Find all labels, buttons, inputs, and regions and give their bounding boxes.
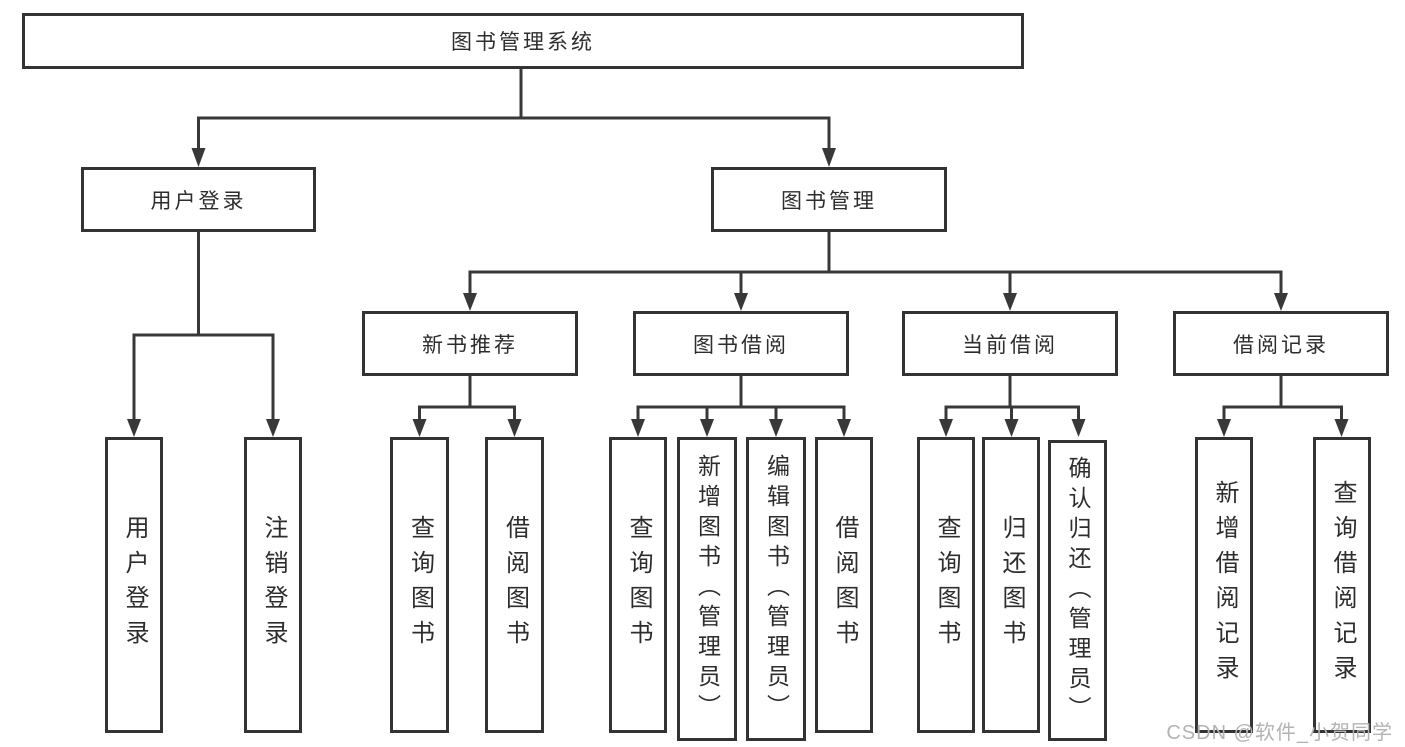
node-label: 新增借阅记录: [1211, 480, 1238, 690]
leaf-add-borrow-record: 新增借阅记录: [1195, 437, 1253, 733]
node-label: 借阅图书: [501, 515, 529, 655]
node-current-borrowing: 当前借阅: [902, 311, 1118, 376]
node-label: 图书管理: [781, 189, 877, 213]
node-book-management: 图书管理: [711, 167, 947, 232]
arrowheads: [127, 148, 1349, 437]
node-label: 确认归还（管理员）: [1065, 455, 1091, 726]
node-label: 用户登录: [121, 515, 148, 655]
node-user-login: 用户登录: [81, 167, 316, 232]
node-book-borrowing: 图书借阅: [633, 311, 849, 376]
connector-level2-branch: [197, 116, 831, 152]
leaf-borrow-books-newbook: 借阅图书: [485, 437, 544, 733]
node-label: 借阅图书: [831, 515, 858, 655]
node-borrowing-records: 借阅记录: [1173, 311, 1389, 376]
node-label: 归还图书: [998, 515, 1025, 655]
node-label: 新书推荐: [422, 333, 518, 357]
node-new-book-recommendation: 新书推荐: [362, 311, 578, 376]
node-label: 借阅记录: [1233, 333, 1329, 357]
connector-new-book-branch: [418, 405, 516, 423]
leaf-confirm-return-admin: 确认归还（管理员）: [1048, 440, 1107, 741]
node-label: 用户登录: [150, 189, 247, 213]
leaf-logout: 注销登录: [244, 437, 302, 733]
watermark: CSDN @软件_小贺同学: [1166, 722, 1393, 744]
node-label: 编辑图书（管理员）: [763, 454, 790, 724]
node-label: 查询图书: [933, 515, 960, 655]
connector-book-borrow-branch: [636, 405, 846, 423]
leaf-edit-book-admin: 编辑图书（管理员）: [746, 437, 806, 741]
leaf-borrow-books-borrow: 借阅图书: [815, 437, 873, 733]
leaf-query-borrow-record: 查询借阅记录: [1313, 437, 1371, 733]
leaf-query-books-borrow: 查询图书: [609, 437, 667, 733]
node-label: 查询图书: [625, 515, 652, 655]
node-label: 注销登录: [260, 515, 287, 655]
node-label: 查询借阅记录: [1329, 480, 1356, 690]
node-label: 图书管理系统: [451, 31, 595, 54]
leaf-add-book-admin: 新增图书（管理员）: [677, 437, 737, 741]
leaf-user-login: 用户登录: [105, 437, 163, 733]
connector-user-login-branch: [132, 333, 275, 423]
node-label: 查询图书: [406, 515, 434, 655]
node-library-management-system: 图书管理系统: [22, 13, 1024, 69]
connector-records-branch: [1222, 405, 1343, 423]
leaf-return-books: 归还图书: [982, 437, 1040, 733]
leaf-query-books-newbook: 查询图书: [390, 437, 449, 733]
leaf-query-books-current: 查询图书: [917, 437, 975, 733]
node-label: 图书借阅: [693, 333, 789, 357]
node-label: 新增图书（管理员）: [694, 454, 721, 724]
node-label: 当前借阅: [962, 333, 1058, 357]
connector-level3-branch: [468, 270, 1283, 296]
